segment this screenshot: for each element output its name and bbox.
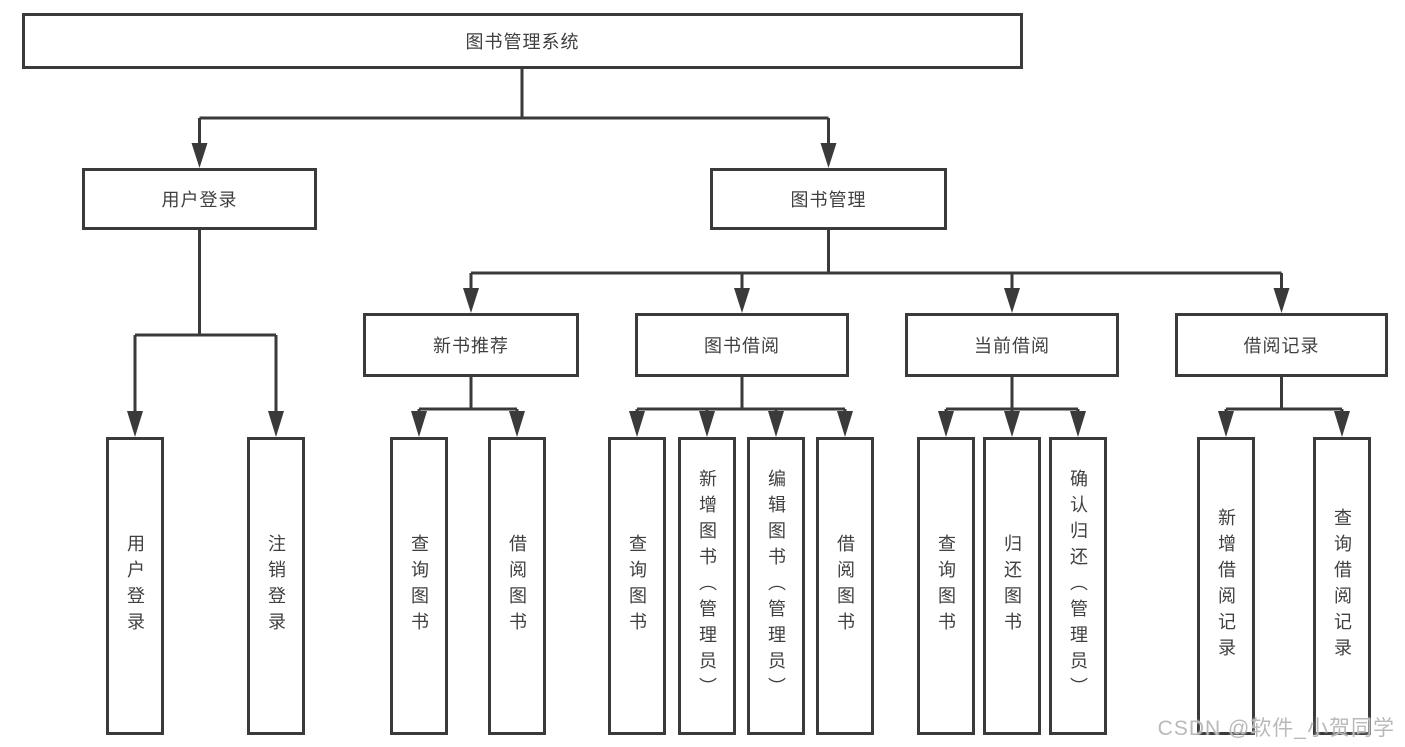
node-label: 查询图书 (936, 534, 956, 638)
node-leaf-query-book-3: 查询图书 (917, 437, 975, 735)
node-label: 归还图书 (1002, 534, 1022, 638)
node-label: 新书推荐 (433, 336, 509, 356)
node-leaf-return-book: 归还图书 (983, 437, 1041, 735)
node-borrow-records: 借阅记录 (1175, 313, 1388, 377)
node-label: 当前借阅 (974, 336, 1050, 356)
node-label: 编辑图书（管理员） (766, 469, 786, 703)
node-label: 借阅记录 (1243, 336, 1320, 356)
node-label: 图书管理系统 (465, 32, 580, 52)
node-label: 确认归还（管理员） (1068, 469, 1088, 703)
node-label: 查询借阅记录 (1332, 508, 1352, 664)
node-label: 用户登录 (161, 190, 238, 210)
node-leaf-query-borrow-record: 查询借阅记录 (1313, 437, 1371, 735)
node-book-management: 图书管理 (710, 168, 947, 230)
node-leaf-add-book-admin: 新增图书（管理员） (678, 437, 736, 735)
node-leaf-query-book-1: 查询图书 (390, 437, 448, 735)
node-leaf-borrow-book-1: 借阅图书 (488, 437, 546, 735)
node-label: 注销登录 (266, 534, 286, 638)
node-label: 用户登录 (125, 534, 145, 638)
node-new-book-recommend: 新书推荐 (363, 313, 579, 377)
node-label: 新增图书（管理员） (697, 469, 717, 703)
node-label: 新增借阅记录 (1216, 508, 1236, 664)
node-leaf-logout: 注销登录 (247, 437, 305, 735)
csdn-watermark: CSDN @软件_小贺同学 (1157, 717, 1395, 740)
node-leaf-confirm-return-admin: 确认归还（管理员） (1049, 437, 1107, 735)
node-current-borrow: 当前借阅 (905, 313, 1119, 377)
node-book-management-system: 图书管理系统 (22, 13, 1023, 69)
node-label: 借阅图书 (507, 534, 527, 638)
node-user-login: 用户登录 (82, 168, 317, 230)
node-label: 图书借阅 (704, 336, 780, 356)
node-leaf-add-borrow-record: 新增借阅记录 (1197, 437, 1255, 735)
node-leaf-user-login: 用户登录 (106, 437, 164, 735)
node-label: 图书管理 (790, 190, 867, 210)
node-leaf-query-book-2: 查询图书 (608, 437, 666, 735)
node-book-borrow: 图书借阅 (635, 313, 849, 377)
node-label: 查询图书 (627, 534, 647, 638)
node-leaf-edit-book-admin: 编辑图书（管理员） (747, 437, 805, 735)
node-leaf-borrow-book-2: 借阅图书 (816, 437, 874, 735)
node-label: 借阅图书 (835, 534, 855, 638)
node-label: 查询图书 (409, 534, 429, 638)
